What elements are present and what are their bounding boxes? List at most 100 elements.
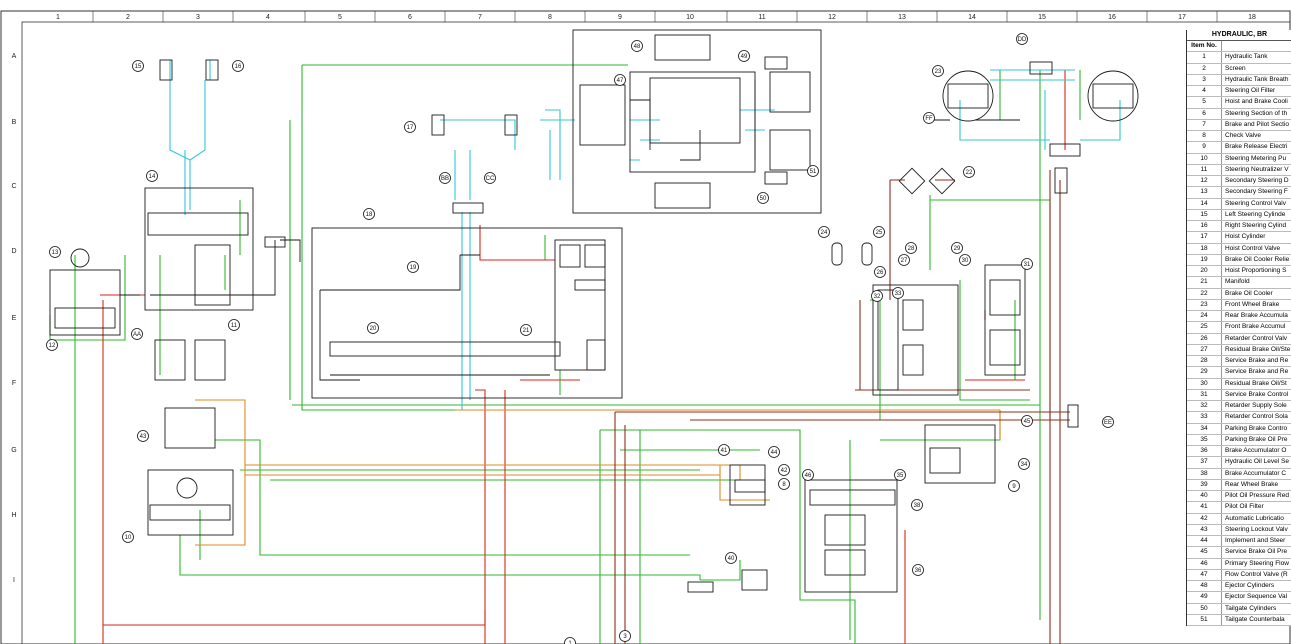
callout-number: DD bbox=[1018, 37, 1027, 43]
grid-row-label: A bbox=[12, 53, 17, 60]
callout-number: 32 bbox=[874, 294, 881, 300]
legend-item-desc: Front Brake Accumul bbox=[1225, 323, 1286, 331]
legend-item-no: 47 bbox=[1187, 569, 1222, 580]
legend-item-no: 6 bbox=[1187, 108, 1222, 119]
grid-row-label: B bbox=[12, 119, 17, 126]
hoist-cylinder-right bbox=[504, 114, 518, 136]
legend-item-no: 40 bbox=[1187, 491, 1222, 502]
legend-item-no: 1 bbox=[1187, 52, 1222, 63]
legend-item-no: 27 bbox=[1187, 344, 1222, 355]
legend-item-desc: Secondary Steering D bbox=[1225, 177, 1289, 184]
grid-row-label: E bbox=[12, 315, 17, 322]
callout-circle bbox=[923, 112, 935, 124]
callout-number: 10 bbox=[125, 535, 132, 541]
legend-item-desc: Hoist Proportioning S bbox=[1225, 267, 1287, 274]
callout-number: 29 bbox=[954, 246, 961, 252]
legend-item-desc: Steering Section of th bbox=[1225, 109, 1288, 117]
legend-item-desc: Service Brake and Re bbox=[1225, 357, 1289, 364]
legend-item-no: 25 bbox=[1187, 322, 1222, 333]
legend-item-desc: Rear Brake Accumula bbox=[1225, 312, 1288, 319]
callout-circle bbox=[738, 50, 750, 62]
grid-row-label: F bbox=[12, 380, 16, 387]
legend-item-desc: Primary Steering Flow bbox=[1225, 559, 1289, 567]
grid-column-label: 5 bbox=[338, 14, 342, 21]
legend-item-desc: Right Steering Cylind bbox=[1225, 222, 1287, 229]
legend-item-desc: Steering Neutralizer V bbox=[1225, 165, 1289, 173]
legend-item-no: 3 bbox=[1187, 74, 1222, 85]
callout-number: 1 bbox=[568, 641, 572, 644]
legend-item-no: 26 bbox=[1187, 333, 1222, 344]
callout-number: 20 bbox=[370, 326, 377, 332]
callout-circle bbox=[520, 324, 532, 336]
legend-item-desc: Brake Oil Cooler bbox=[1225, 289, 1273, 297]
callout-number: 31 bbox=[1024, 262, 1031, 268]
legend-item-no: 35 bbox=[1187, 434, 1222, 445]
callout-circle bbox=[718, 444, 730, 456]
legend-item-no: 10 bbox=[1187, 153, 1222, 164]
legend-item-desc: Secondary Steering F bbox=[1225, 188, 1288, 196]
legend-item-desc: Steering Lockout Valv bbox=[1225, 525, 1288, 533]
callout-circle bbox=[363, 208, 375, 220]
parking-brake-control-box bbox=[924, 424, 996, 484]
callout-number: 14 bbox=[149, 174, 156, 180]
legend-item-desc: Brake and Pilot Sectio bbox=[1225, 120, 1289, 128]
steering-pump-box bbox=[49, 269, 121, 336]
callout-number: 19 bbox=[410, 265, 417, 271]
callout-circle bbox=[959, 254, 971, 266]
hoist-control-valve-box bbox=[311, 227, 623, 399]
legend-item-no: 13 bbox=[1187, 187, 1222, 198]
callout-circle bbox=[228, 319, 240, 331]
legend-item-desc: Service Brake Oil Pre bbox=[1225, 548, 1288, 556]
legend-item-no: 29 bbox=[1187, 367, 1222, 378]
callout-number: FF bbox=[925, 116, 933, 122]
callout-circle bbox=[232, 60, 244, 72]
callout-number: CC bbox=[486, 176, 495, 182]
callout-circle bbox=[619, 630, 631, 642]
legend-title: HYDRAULIC, BR bbox=[1187, 30, 1291, 41]
legend-item-desc: Hydraulic Tank bbox=[1225, 53, 1268, 61]
callout-number: 47 bbox=[617, 78, 624, 84]
legend-item-desc: Pilot Oil Filter bbox=[1225, 503, 1264, 511]
legend-item-no: 43 bbox=[1187, 524, 1222, 535]
legend-item-desc: Implement and Steer bbox=[1225, 537, 1286, 544]
legend-item-desc: Hydraulic Tank Breath bbox=[1225, 75, 1289, 83]
grid-column-label: 11 bbox=[758, 14, 765, 21]
legend-item-desc: Steering Control Valv bbox=[1225, 199, 1286, 207]
callout-number: AA bbox=[133, 332, 141, 338]
legend-item-desc: Hydraulic Oil Level Se bbox=[1225, 458, 1289, 466]
return-lines bbox=[49, 64, 1081, 644]
legend-item-desc: Automatic Lubricatio bbox=[1225, 514, 1284, 522]
callout-circle bbox=[404, 121, 416, 133]
callout-circle bbox=[1016, 33, 1028, 45]
legend-item-no: 46 bbox=[1187, 558, 1222, 569]
legend-item-desc: Ejector Cylinders bbox=[1225, 582, 1275, 589]
legend-item-no: 28 bbox=[1187, 356, 1222, 367]
legend-item-no: 8 bbox=[1187, 131, 1222, 142]
callout-number: EE bbox=[1104, 420, 1112, 426]
callout-number: 22 bbox=[966, 170, 973, 176]
grid-row-label: D bbox=[11, 248, 16, 255]
callout-circle bbox=[131, 328, 143, 340]
callout-number: 49 bbox=[741, 54, 748, 60]
callout-number: 36 bbox=[915, 568, 922, 574]
callout-circle bbox=[818, 226, 830, 238]
callout-circle bbox=[407, 261, 419, 273]
steering-lockout-valve bbox=[164, 407, 216, 449]
